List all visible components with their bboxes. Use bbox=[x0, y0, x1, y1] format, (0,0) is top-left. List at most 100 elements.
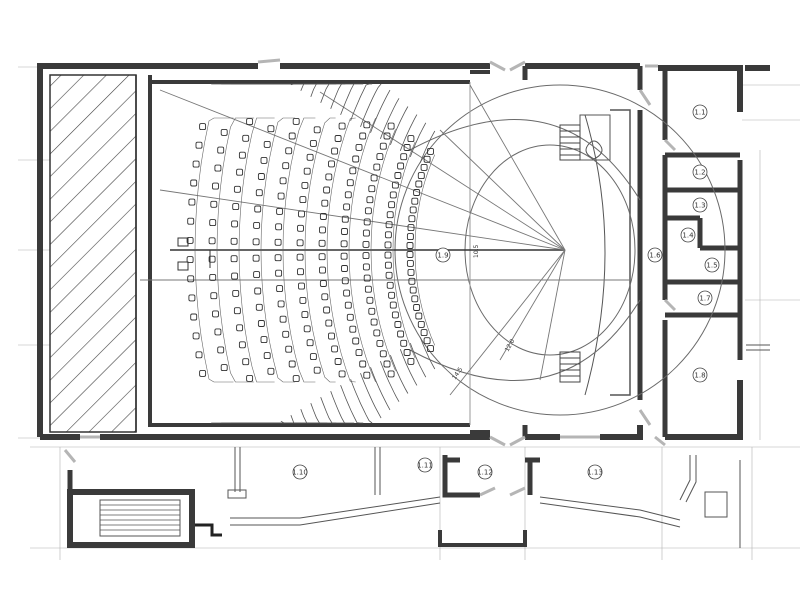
seat bbox=[349, 325, 357, 333]
seat bbox=[209, 219, 217, 227]
seat bbox=[386, 211, 394, 219]
tier-line bbox=[399, 114, 418, 151]
seat bbox=[319, 280, 327, 287]
seat bbox=[208, 255, 216, 263]
seat bbox=[210, 200, 218, 208]
tier-line bbox=[300, 83, 328, 91]
seat bbox=[363, 218, 371, 226]
seat-row-rail bbox=[392, 141, 416, 359]
tier-line bbox=[340, 83, 364, 115]
tier-line bbox=[340, 385, 364, 424]
tier-line bbox=[360, 83, 382, 127]
seat bbox=[301, 311, 309, 319]
seat bbox=[403, 144, 411, 151]
seat bbox=[187, 275, 195, 283]
seat bbox=[394, 321, 402, 328]
seat bbox=[325, 173, 333, 181]
seat bbox=[400, 153, 408, 161]
seat bbox=[236, 168, 244, 176]
seat bbox=[303, 167, 311, 175]
room-label-text: 1.9 bbox=[437, 252, 448, 260]
lower-corridor bbox=[227, 344, 770, 548]
seat bbox=[343, 289, 351, 297]
seat bbox=[386, 281, 394, 289]
seat bbox=[338, 370, 346, 378]
room-label-13: 1.13 bbox=[587, 464, 603, 480]
seat bbox=[263, 352, 271, 360]
seat bbox=[420, 163, 428, 171]
seat bbox=[376, 153, 384, 161]
seat bbox=[306, 339, 314, 347]
seat bbox=[362, 240, 370, 248]
room-label-circle bbox=[692, 164, 708, 180]
seat bbox=[368, 307, 376, 315]
seat bbox=[282, 330, 290, 338]
room-label-text: 1.1 bbox=[694, 109, 705, 117]
seat bbox=[355, 349, 363, 357]
seat bbox=[338, 122, 346, 130]
seat bbox=[417, 320, 425, 328]
door-openings bbox=[63, 58, 677, 497]
room-label-2: 1.2 bbox=[692, 164, 708, 180]
seat bbox=[321, 293, 329, 301]
seat bbox=[406, 233, 414, 241]
tier-line bbox=[360, 373, 382, 419]
seat bbox=[373, 329, 381, 337]
seat bbox=[279, 315, 287, 323]
seat bbox=[344, 191, 352, 199]
outer-walls bbox=[37, 63, 770, 440]
seat bbox=[274, 254, 282, 262]
seat bbox=[407, 224, 415, 232]
room-label-7: 1.7 bbox=[697, 290, 713, 306]
seat bbox=[230, 255, 238, 263]
seat bbox=[236, 324, 244, 332]
seat bbox=[362, 263, 370, 271]
seat bbox=[277, 300, 285, 308]
seat bbox=[220, 128, 228, 136]
seat bbox=[188, 294, 196, 302]
seat bbox=[325, 319, 333, 327]
seat bbox=[238, 341, 246, 349]
seat bbox=[252, 254, 260, 262]
room-label-text: 1.7 bbox=[699, 295, 710, 303]
tier-line bbox=[370, 89, 391, 133]
seat bbox=[406, 251, 414, 258]
seat bbox=[242, 358, 250, 366]
seat bbox=[423, 337, 431, 345]
seat bbox=[407, 268, 415, 276]
seat bbox=[246, 374, 254, 382]
seat bbox=[363, 371, 371, 379]
room-label-5: 1.5 bbox=[704, 257, 720, 273]
seat bbox=[306, 153, 314, 161]
seat bbox=[373, 163, 381, 171]
seat bbox=[362, 229, 370, 237]
seat bbox=[260, 156, 268, 164]
seat bbox=[370, 174, 378, 182]
seat bbox=[195, 351, 203, 359]
room-label-text: 1.6 bbox=[649, 252, 661, 260]
seat bbox=[254, 287, 262, 295]
seat bbox=[413, 189, 421, 196]
seat bbox=[417, 172, 425, 180]
room-label-8: 1.8 bbox=[692, 367, 708, 383]
seat bbox=[384, 241, 392, 249]
room-label-text: 1.10 bbox=[292, 469, 308, 477]
seat bbox=[242, 134, 250, 142]
seat bbox=[231, 272, 239, 280]
seat bbox=[255, 303, 263, 311]
room-label-text: 1.3 bbox=[694, 202, 705, 210]
seat bbox=[217, 146, 225, 154]
seat bbox=[257, 173, 265, 180]
seat bbox=[370, 318, 378, 326]
seat bbox=[292, 117, 300, 125]
seat bbox=[195, 141, 203, 149]
seat bbox=[341, 215, 349, 223]
seat-row-rail bbox=[238, 117, 275, 383]
seat bbox=[277, 192, 285, 200]
seat bbox=[208, 237, 216, 245]
seat bbox=[328, 160, 335, 168]
seat bbox=[263, 140, 271, 148]
seat-row-rail bbox=[216, 117, 255, 383]
seat bbox=[359, 132, 367, 140]
